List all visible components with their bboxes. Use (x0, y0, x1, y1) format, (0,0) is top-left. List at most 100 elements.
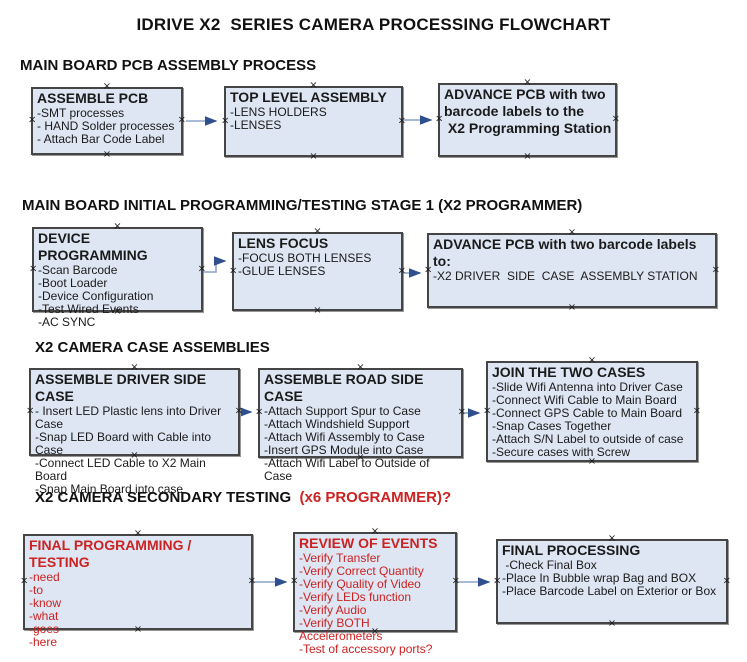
box-line: -Place Barcode Label on Exterior or Box (502, 584, 717, 598)
box-title: ASSEMBLE DRIVER SIDE CASE (35, 371, 211, 404)
box-line: -Boot Loader (38, 276, 108, 290)
box-title: FINAL PROCESSING (502, 542, 641, 558)
box-line: -Snap LED Board with Cable into Case (35, 430, 215, 457)
connection-point-icon (113, 307, 121, 317)
connection-point-icon (483, 406, 491, 416)
flow-box-join-the-two-cases: JOIN THE TWO CASES -Slide Wifi Antenna i… (486, 361, 698, 462)
connection-point-icon (452, 577, 460, 587)
box-line: -Test of accessory ports? (299, 642, 433, 656)
box-title-line: X2 Programming Station (444, 120, 612, 136)
flow-box-advance-pcb-driver-side-station: ADVANCE PCB with two barcode labels to: … (427, 233, 717, 308)
box-line: -Check Final Box (502, 558, 597, 572)
connector-arrow (204, 256, 227, 273)
connection-point-icon (229, 266, 237, 276)
flow-box-review-of-events: REVIEW OF EVENTS -Verify Transfer -Verif… (290, 532, 460, 656)
connection-point-icon (309, 152, 317, 162)
connection-point-icon (221, 116, 229, 126)
box-line: -LENSES (230, 118, 282, 132)
box-line: -AC SYNC (38, 315, 96, 329)
box-line: -Device Configuration (38, 289, 154, 303)
flow-box-assemble-driver-side-case: ASSEMBLE DRIVER SIDE CASE - Insert LED P… (26, 368, 243, 496)
connection-point-icon (371, 527, 379, 537)
connection-point-icon (712, 265, 720, 275)
box-line: -X2 DRIVER SIDE CASE ASSEMBLY STATION (433, 269, 698, 283)
box-line: -Verify Transfer (299, 551, 381, 565)
connection-point-icon (435, 115, 443, 125)
box-line: -Snap Main Board into case (35, 482, 184, 496)
connection-point-icon (523, 152, 531, 162)
box-title-line: ADVANCE PCB with two (444, 86, 606, 102)
section-header-text: X2 CAMERA SECONDARY TESTING (35, 489, 300, 506)
connection-point-icon (130, 451, 138, 461)
box-line: -Slide Wifi Antenna into Driver Case (492, 380, 683, 394)
box-title: LENS FOCUS (238, 235, 329, 251)
box-line: - HAND Solder processes (37, 119, 175, 133)
connection-point-icon (424, 265, 432, 275)
connection-point-icon (313, 306, 321, 316)
connection-point-icon (309, 81, 317, 91)
flow-box-advance-pcb-programming-station: ADVANCE PCB with two barcode labels to t… (438, 83, 617, 157)
flow-box-assemble-road-side-case: ASSEMBLE ROAD SIDE CASE -Attach Support … (255, 368, 463, 483)
flow-box-lens-focus: LENS FOCUS -FOCUS BOTH LENSES -GLUE LENS… (232, 232, 403, 311)
connection-point-icon (28, 116, 36, 126)
box-line: -Attach Wifi Assembly to Case (264, 430, 425, 444)
connection-point-icon (113, 222, 121, 232)
connection-point-icon (693, 406, 701, 416)
connection-point-icon (493, 576, 501, 586)
box-line: -Verify Audio (299, 603, 367, 617)
connection-point-icon (134, 529, 142, 539)
connection-point-icon (588, 356, 596, 366)
box-line: -LENS HOLDERS (230, 105, 327, 119)
box-line: -Secure cases with Screw (492, 445, 631, 459)
box-line: -Attach Wifi Label to Outside of Case (264, 456, 433, 483)
connection-point-icon (723, 576, 731, 586)
connection-point-icon (356, 363, 364, 373)
box-line: -GLUE LENSES (238, 264, 326, 278)
connection-point-icon (26, 407, 34, 417)
box-title: TOP LEVEL ASSEMBLY (230, 89, 387, 105)
box-line: -Attach S/N Label to outside of case (492, 432, 684, 446)
flow-box-top-level-assembly: TOP LEVEL ASSEMBLY -LENS HOLDERS -LENSES (224, 86, 403, 157)
connection-point-icon (398, 266, 406, 276)
box-line: -Verify Quality of Video (299, 577, 421, 591)
connection-point-icon (398, 116, 406, 126)
box-line: -Verify LEDs function (299, 590, 412, 604)
box-line: -Attach Windshield Support (264, 417, 410, 431)
flow-box-assemble-pcb: ASSEMBLE PCB -SMT processes - HAND Solde… (31, 87, 183, 155)
box-line: -SMT processes (37, 106, 125, 120)
connection-point-icon (130, 363, 138, 373)
box-line: - Insert LED Plastic lens into Driver Ca… (35, 404, 225, 431)
box-title: REVIEW OF EVENTS (299, 535, 438, 551)
connection-point-icon (178, 116, 186, 126)
connection-point-icon (612, 115, 620, 125)
box-line: -to (29, 583, 44, 597)
flow-box-device-programming: DEVICE PROGRAMMING -Scan Barcode -Boot L… (29, 227, 203, 329)
box-line: -know (29, 596, 62, 610)
box-line: -Snap Cases Together (492, 419, 612, 433)
box-line: -what (29, 609, 59, 623)
connection-point-icon (235, 407, 243, 417)
box-line: -goes (29, 622, 60, 636)
box-title-line: barcode labels to the (444, 103, 585, 119)
connection-point-icon (608, 619, 616, 629)
box-line: -Verify BOTH Accelerometers (299, 616, 383, 643)
connection-point-icon (371, 627, 379, 637)
connection-point-icon (290, 577, 298, 587)
section-header-red-text: (x6 PROGRAMMER)? (299, 489, 452, 506)
connection-point-icon (313, 227, 321, 237)
box-line: - Attach Bar Code Label (37, 132, 165, 146)
box-line: -Verify Correct Quantity (299, 564, 424, 578)
section-header-initial-programming: MAIN BOARD INITIAL PROGRAMMING/TESTING S… (22, 197, 583, 214)
section-header-secondary-testing: X2 CAMERA SECONDARY TESTING (x6 PROGRAMM… (35, 489, 451, 506)
box-line: -Attach Support Spur to Case (264, 404, 421, 418)
box-line: -Connect LED Cable to X2 Main Board (35, 456, 210, 483)
section-header-pcb-assembly: MAIN BOARD PCB ASSEMBLY PROCESS (20, 57, 317, 74)
box-title: DEVICE PROGRAMMING (38, 230, 148, 263)
box-line: -Connect Wifi Cable to Main Board (492, 393, 677, 407)
box-line: -here (29, 635, 58, 649)
connection-point-icon (255, 408, 263, 418)
connection-point-icon (103, 150, 111, 160)
box-title: ASSEMBLE PCB (37, 90, 149, 106)
connection-point-icon (29, 264, 37, 274)
